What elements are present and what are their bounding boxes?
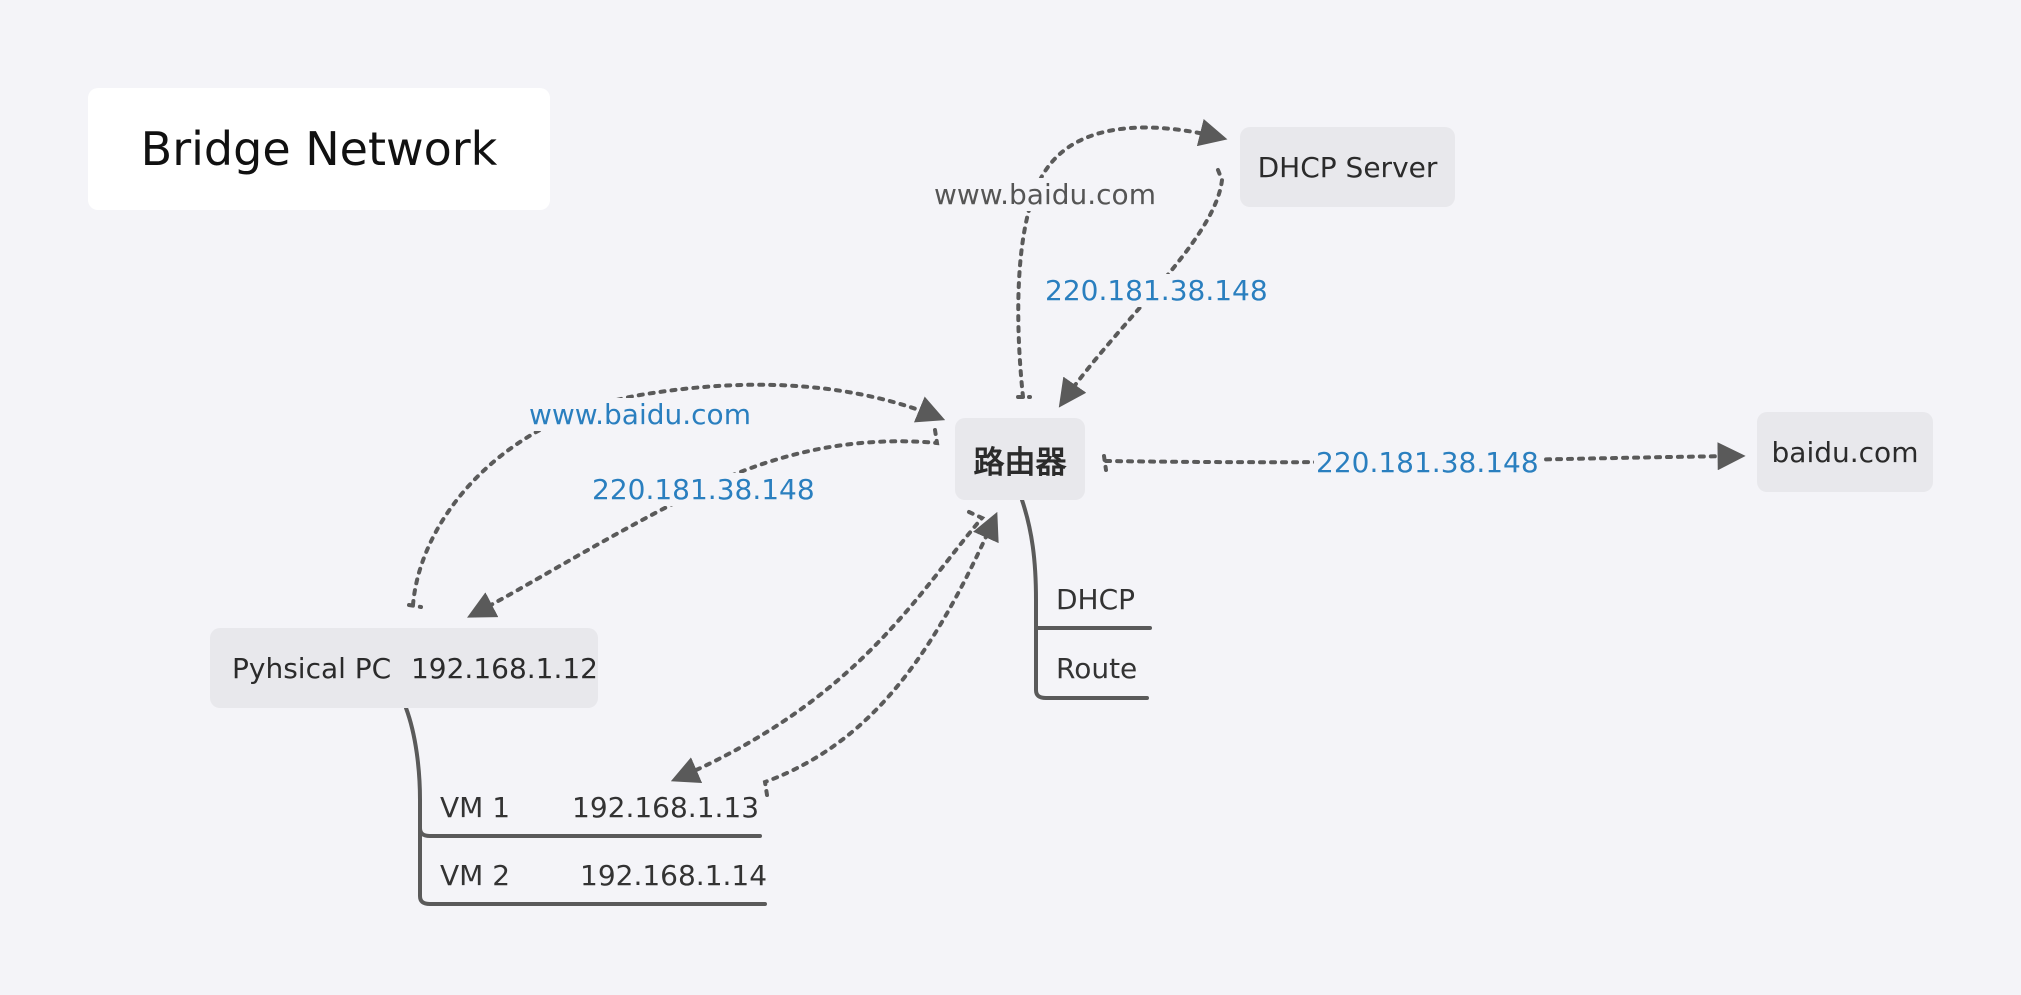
- edge-label-router-to-pc: 220.181.38.148: [590, 473, 817, 506]
- router-feature-dhcp-label: DHCP: [1056, 583, 1136, 616]
- dhcp-server-label: DHCP Server: [1257, 150, 1438, 184]
- router-feature-dhcp[interactable]: DHCP: [1056, 583, 1135, 616]
- router-node[interactable]: 路由器: [955, 418, 1085, 500]
- dhcp-server-node[interactable]: DHCP Server: [1240, 127, 1455, 207]
- physical-pc-node[interactable]: Pyhsical PC 192.168.1.12: [210, 628, 598, 708]
- router-feature-route-label: Route: [1056, 652, 1138, 685]
- physical-pc-ip: 192.168.1.12: [410, 651, 598, 685]
- vm1-ip-label: 192.168.1.13: [572, 791, 760, 824]
- baidu-label: baidu.com: [1771, 435, 1919, 469]
- diagram-title-text: Bridge Network: [140, 122, 498, 176]
- router-feature-route[interactable]: Route: [1056, 652, 1137, 685]
- edge-label-router-to-baidu: 220.181.38.148: [1314, 446, 1541, 479]
- vm2-name-label: VM 2: [440, 859, 511, 892]
- edge-label-router-to-dhcp: www.baidu.com: [932, 178, 1158, 211]
- edge-vm1-to-router: [762, 511, 999, 797]
- edge-router-to-pc: [467, 428, 940, 618]
- vm1-name[interactable]: VM 1: [440, 791, 510, 824]
- vm2-ip: 192.168.1.14: [580, 859, 767, 892]
- vm1-name-label: VM 1: [440, 791, 511, 824]
- edge-pc-to-router: [407, 382, 940, 609]
- edge-router-to-dhcp: [1016, 128, 1222, 399]
- edge-router-to-vm1: [670, 510, 986, 784]
- pc-branch-connector: [404, 706, 767, 906]
- vm1-ip: 192.168.1.13: [572, 791, 759, 824]
- physical-pc-name: Pyhsical PC: [232, 651, 392, 685]
- edge-label-pc-to-router: www.baidu.com: [527, 398, 753, 431]
- baidu-node[interactable]: baidu.com: [1757, 412, 1933, 492]
- vm2-name[interactable]: VM 2: [440, 859, 510, 892]
- router-branch-connector: [1020, 498, 1152, 700]
- diagram-title: Bridge Network: [88, 88, 550, 210]
- router-label: 路由器: [973, 444, 1067, 481]
- edge-label-dhcp-to-router: 220.181.38.148: [1043, 274, 1270, 307]
- edge-router-to-baidu: [1102, 456, 1740, 470]
- vm2-ip-label: 192.168.1.14: [580, 859, 768, 892]
